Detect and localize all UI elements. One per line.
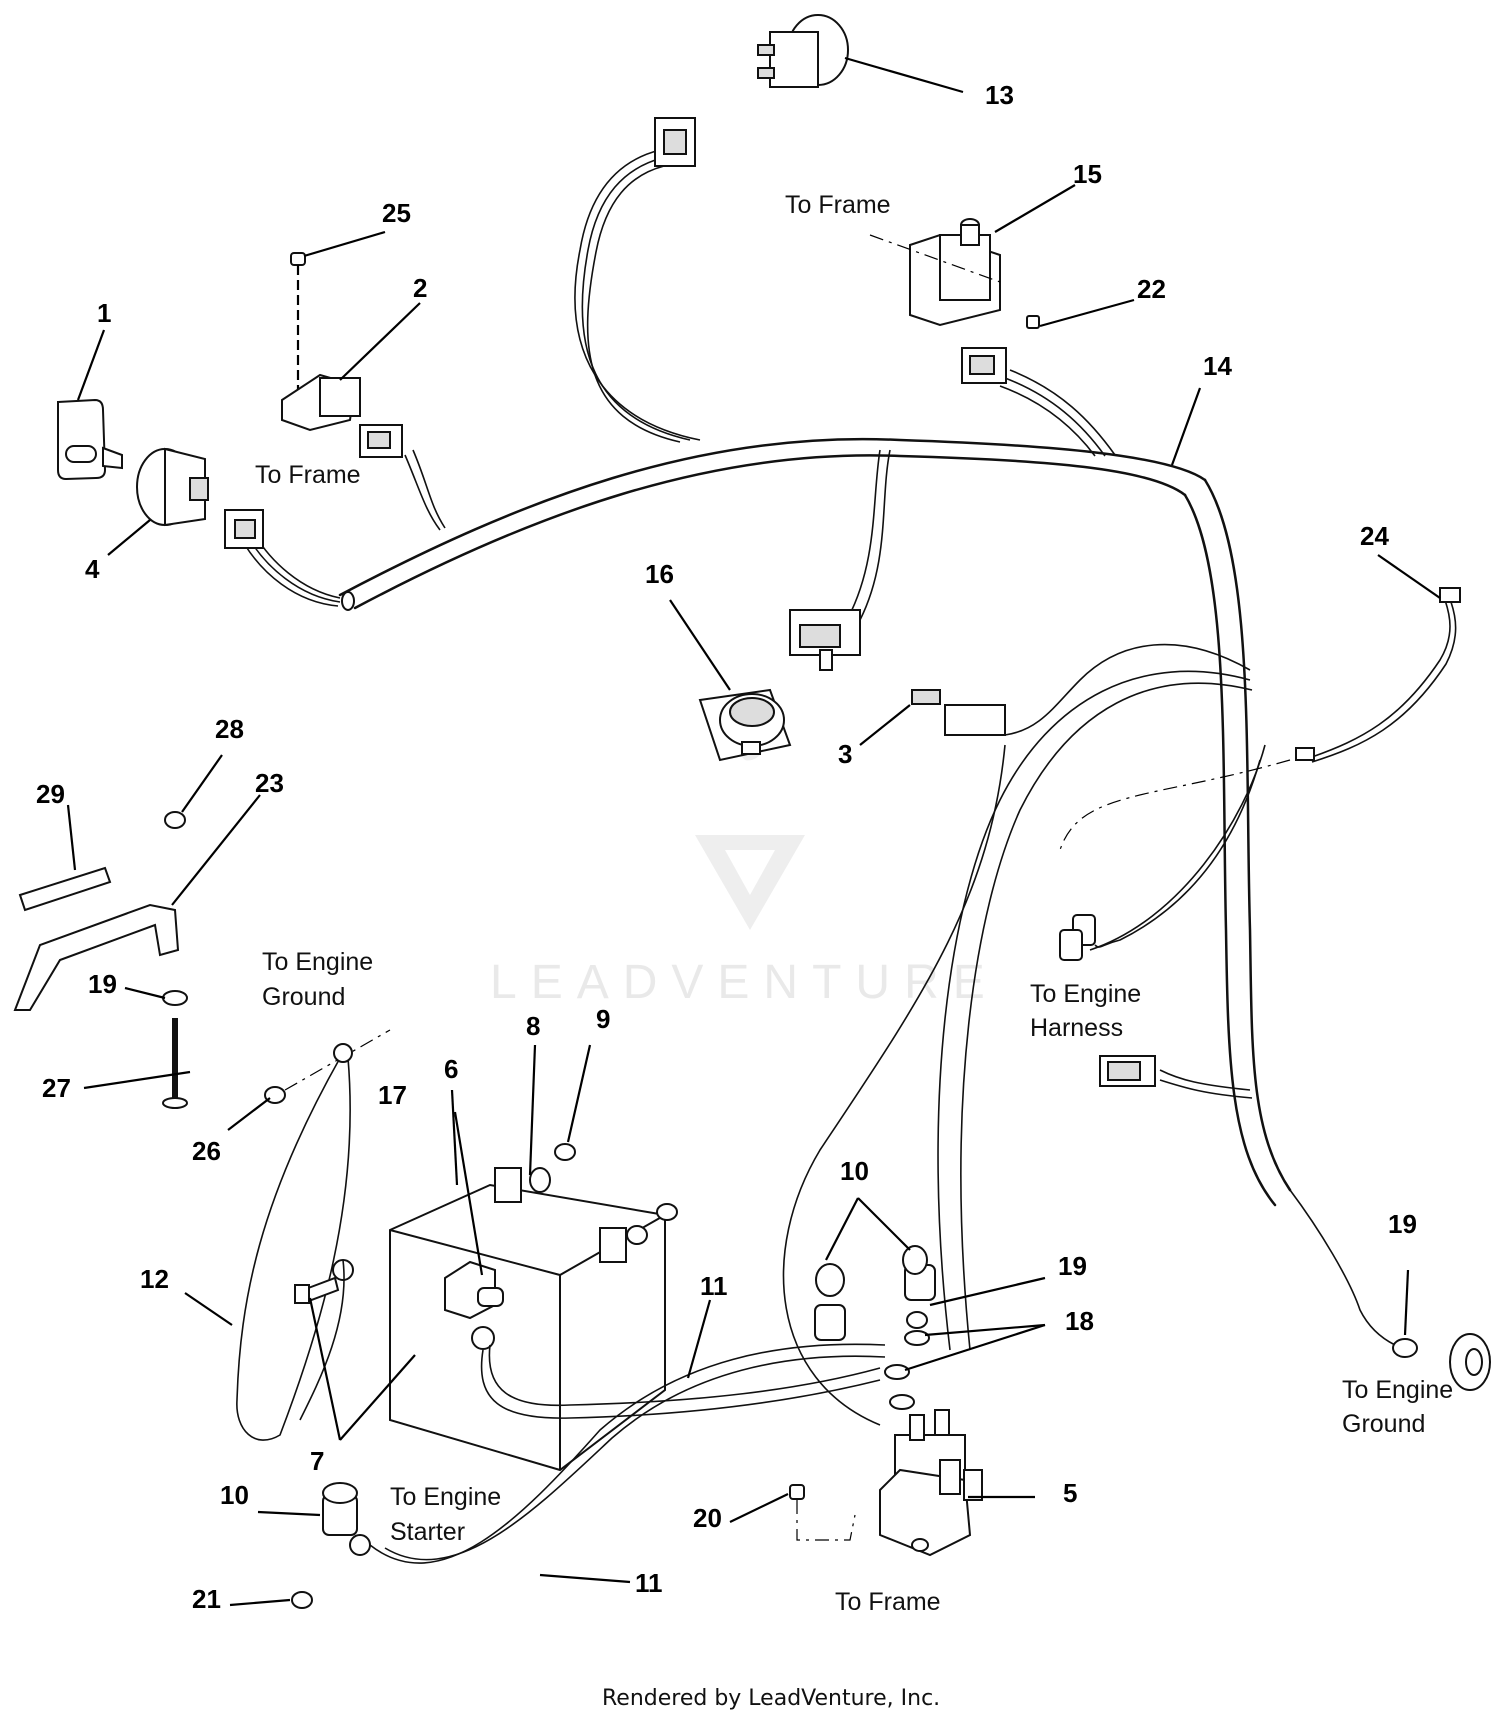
part-9-nuts [554, 1143, 678, 1245]
callout-19-left: 19 [88, 969, 117, 999]
callout-16: 16 [645, 559, 674, 589]
part-5-starter-solenoid [879, 1409, 983, 1557]
part-8-washer [529, 1167, 551, 1193]
callout-1: 1 [97, 298, 111, 328]
watermark-text: LEADVENTURE [490, 956, 999, 1009]
callout-28: 28 [215, 714, 244, 744]
callout-12: 12 [140, 1264, 169, 1294]
note-to-engine-harness-line2: Harness [1030, 1014, 1123, 1042]
callout-15: 15 [1073, 159, 1102, 189]
watermark: LEADVENTURE [490, 695, 999, 1009]
note-to-engine-starter-line1: To Engine [390, 1483, 501, 1511]
note-to-frame-left: To Frame [255, 461, 361, 489]
note-to-engine-ground-right-line2: Ground [1342, 1410, 1425, 1438]
callout-11-bottom: 11 [635, 1568, 663, 1598]
callout-4: 4 [85, 554, 100, 584]
callout-3: 3 [838, 739, 852, 769]
note-to-engine-ground-left-line1: To Engine [262, 948, 373, 976]
callout-10-top: 10 [840, 1156, 869, 1186]
part-25-screw [290, 252, 306, 390]
callout-27: 27 [42, 1073, 71, 1103]
part-1-ignition-key [57, 398, 123, 481]
callout-9: 9 [596, 1004, 610, 1034]
part-21-nut [291, 1591, 313, 1609]
callout-numbers: 1 2 3 4 5 6 7 8 9 10 10 11 11 12 13 14 1… [36, 80, 1417, 1614]
part-17-terminal-cover [444, 1260, 504, 1320]
leader-lines [66, 56, 1441, 1607]
callout-7: 7 [310, 1446, 324, 1476]
part-4-ignition-switch [136, 447, 264, 549]
callout-13: 13 [985, 80, 1014, 110]
part-27-j-bolt [162, 1018, 188, 1109]
part-16-plunger-switch [698, 688, 792, 762]
note-to-frame-top: To Frame [785, 191, 891, 219]
callout-14: 14 [1203, 351, 1232, 381]
callout-22: 22 [1137, 274, 1166, 304]
callout-8: 8 [526, 1011, 540, 1041]
note-to-engine-harness-line1: To Engine [1030, 980, 1141, 1008]
part-20-screw [789, 1484, 856, 1541]
engine-harness-terminals [1059, 914, 1156, 1087]
callout-19-center: 19 [1058, 1251, 1087, 1281]
footer-credit: Rendered by LeadVenture, Inc. [602, 1686, 940, 1711]
part-19-washer-left [162, 990, 188, 1006]
callout-10-bottom: 10 [220, 1480, 249, 1510]
grommet-right [1449, 1333, 1491, 1391]
part-15-seat-switch [909, 218, 1007, 384]
annotation-notes: To Frame To Frame To Frame To Engine Gro… [255, 191, 1453, 1616]
harness-connector-center [789, 609, 861, 671]
note-to-engine-ground-right-line1: To Engine [1342, 1376, 1453, 1404]
note-to-frame-bottom: To Frame [835, 1588, 941, 1616]
harness-connector-top [654, 117, 696, 167]
part-3-fuse [911, 689, 1006, 736]
callout-6: 6 [444, 1054, 458, 1084]
watermark-v-icon [695, 835, 805, 930]
callout-5: 5 [1063, 1478, 1077, 1508]
part-23-battery-hold-down [13, 903, 180, 1011]
note-to-engine-ground-left-line2: Ground [262, 983, 345, 1011]
callout-18: 18 [1065, 1306, 1094, 1336]
callout-24: 24 [1360, 521, 1389, 551]
part-29-strap [18, 866, 112, 912]
callout-19-right: 19 [1388, 1209, 1417, 1239]
part-12-ground-cable [236, 1043, 354, 1441]
part-13-switch [757, 14, 849, 88]
part-28-nut [164, 811, 186, 829]
callout-21: 21 [192, 1584, 221, 1614]
frame-dash-line-top [869, 234, 1001, 283]
part-11-battery-cables [349, 1326, 886, 1564]
callout-11-top: 11 [700, 1271, 728, 1301]
part-24-connector [1295, 587, 1461, 761]
part-6-battery [389, 1167, 666, 1472]
callout-23: 23 [255, 768, 284, 798]
callout-29: 29 [36, 779, 65, 809]
part-10-terminal-boots [322, 1245, 936, 1536]
callout-25: 25 [382, 198, 411, 228]
part-2-relay [281, 373, 403, 458]
note-to-engine-starter-line2: Starter [390, 1518, 465, 1546]
part-18-19-washers-nut [884, 1311, 930, 1410]
callout-26: 26 [192, 1136, 221, 1166]
part-22-screw [1026, 315, 1040, 329]
callout-2: 2 [413, 273, 427, 303]
callout-17: 17 [378, 1080, 407, 1110]
callout-20: 20 [693, 1503, 722, 1533]
part-19-ring-terminal-right [1392, 1338, 1418, 1358]
